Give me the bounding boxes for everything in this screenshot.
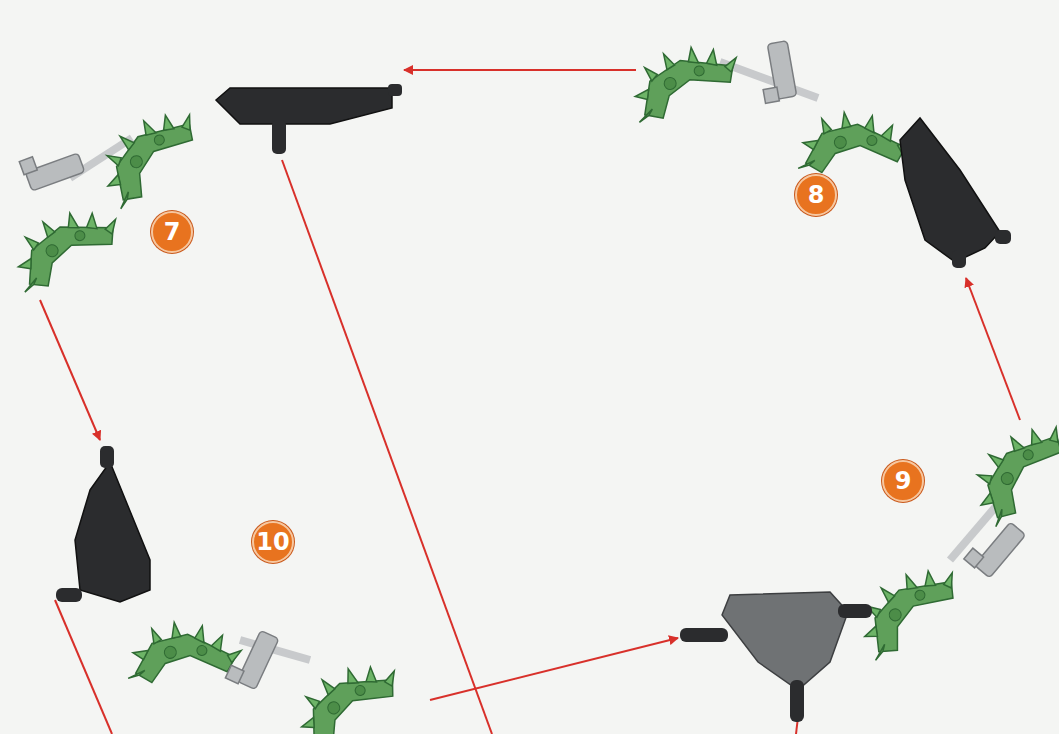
callout-number: 8	[795, 174, 837, 216]
callout-number: 10	[252, 521, 294, 563]
callout-number: 7	[151, 211, 193, 253]
callout-number: 9	[882, 460, 924, 502]
